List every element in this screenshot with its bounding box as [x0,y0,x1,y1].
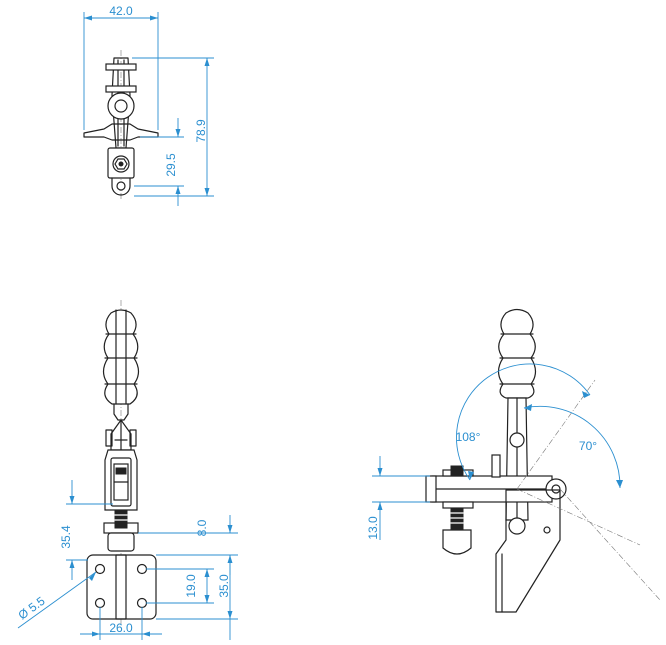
dim-side-open-angle: 108° [456,430,481,444]
dim-side-lever-angle: 70° [579,439,597,453]
dim-front-base-height: 35.0 [217,574,231,598]
dim-top-width: 42.0 [109,4,133,18]
front-base-plate [86,554,157,620]
front-view: 35.4 8.0 19.0 35.0 26.0 Ø 5.5 [16,300,238,640]
side-handle-grip [497,308,537,399]
dim-front-base-thickness: 8.0 [195,519,209,536]
dim-side-spindle-height: 13.0 [366,516,380,540]
dim-top-height: 78.9 [194,119,208,143]
top-view: 42.0 78.9 29.5 [83,4,214,206]
dim-top-offset: 29.5 [164,153,178,177]
side-view: 108° 70° 13.0 [366,308,661,613]
dim-front-hole-spacing-v: 19.0 [184,574,198,598]
dim-front-height: 35.4 [59,525,73,549]
dim-front-hole-spacing-h: 26.0 [109,621,133,635]
side-base-bracket [495,489,561,613]
front-handle-grip [102,309,140,405]
